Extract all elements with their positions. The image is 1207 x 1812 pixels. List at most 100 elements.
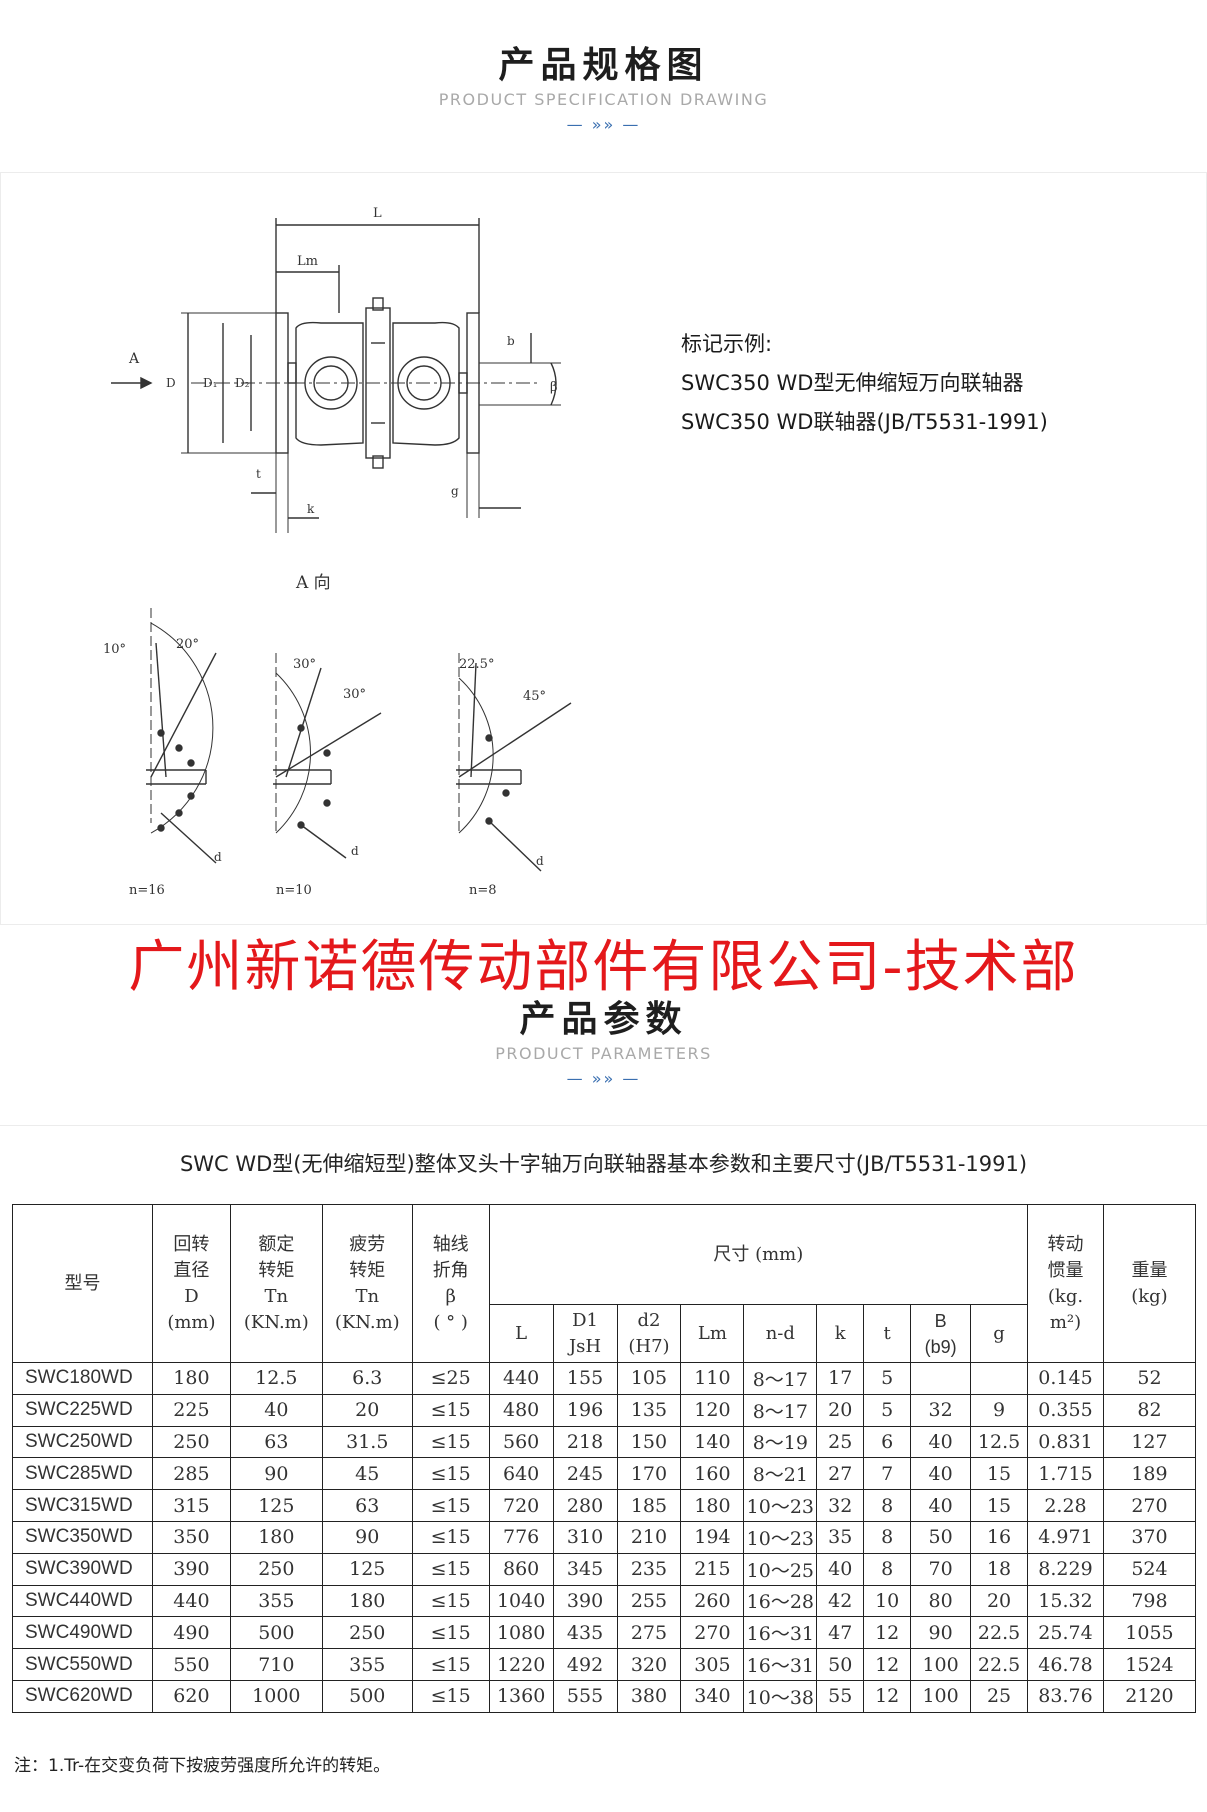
value-cell: 20 [816,1393,865,1427]
value-cell: 90 [229,1457,323,1491]
value-cell: 218 [552,1425,618,1459]
value-cell: 524 [1102,1552,1197,1586]
value-cell: 210 [616,1520,682,1554]
value-cell: ≤15 [411,1552,490,1586]
value-cell: 500 [321,1679,413,1713]
value-cell: 5 [863,1393,912,1427]
value-cell: 225 [151,1393,231,1427]
label-view-A: A 向 [295,573,331,593]
value-cell: 0.831 [1027,1425,1104,1459]
value-cell: 250 [229,1552,323,1586]
label-ang20: 20° [176,637,199,652]
spec-drawing-header: 产品规格图 PRODUCT SPECIFICATION DRAWING — »»… [0,36,1207,134]
value-cell: 8.229 [1027,1552,1104,1586]
value-cell: 180 [229,1520,323,1554]
value-cell: 7 [863,1457,912,1491]
value-cell: 90 [321,1520,413,1554]
value-cell: 2120 [1102,1679,1197,1713]
label-A: A [128,351,140,367]
value-cell: 310 [552,1520,618,1554]
model-cell: SWC440WD [12,1584,153,1618]
col-d2: d2(H7) [616,1304,682,1363]
value-cell: 798 [1102,1584,1197,1618]
value-cell: 245 [552,1457,618,1491]
value-cell: 47 [816,1616,865,1650]
value-cell [910,1362,972,1395]
value-cell: 105 [616,1362,682,1395]
value-cell: 16～31 [743,1648,818,1681]
value-cell: 720 [488,1489,554,1522]
value-cell: 90 [910,1616,972,1650]
value-cell: ≤15 [411,1616,490,1650]
value-cell: 6 [863,1425,912,1459]
value-cell: 80 [910,1584,972,1618]
value-cell: ≤15 [411,1648,490,1681]
value-cell: 860 [488,1552,554,1586]
value-cell: 10～23 [743,1520,818,1554]
parameters-panel [0,1125,1207,1812]
value-cell: 440 [488,1362,554,1395]
value-cell: 490 [151,1616,231,1650]
label-n10: n=10 [276,883,312,898]
value-cell: 155 [552,1362,618,1395]
parameters-header: 产品参数 PRODUCT PARAMETERS — »» — [0,990,1207,1088]
value-cell: 15 [970,1489,1029,1522]
value-cell: 100 [910,1648,972,1681]
value-cell: 1040 [488,1584,554,1618]
value-cell: 16 [970,1520,1029,1554]
value-cell: 22.5 [970,1648,1029,1681]
value-cell: 1000 [229,1679,323,1713]
value-cell: 25.74 [1027,1616,1104,1650]
spec-drawing: L Lm [0,172,1207,925]
value-cell: 100 [910,1679,972,1713]
value-cell: 390 [552,1584,618,1618]
value-cell: 560 [488,1425,554,1459]
value-cell: 8～21 [743,1457,818,1491]
value-cell: 315 [151,1489,231,1522]
value-cell: 10～25 [743,1552,818,1586]
col-t: t [863,1304,912,1363]
value-cell: 185 [616,1489,682,1522]
label-n8: n=8 [469,883,497,898]
value-cell: 63 [321,1489,413,1522]
label-ang225: 22.5° [459,657,494,672]
value-cell: 6.3 [321,1362,413,1395]
col-n-d: n-d [743,1304,818,1363]
value-cell: 12 [863,1648,912,1681]
value-cell: 55 [816,1679,865,1713]
section-decoration: — »» — [566,1069,641,1088]
value-cell: 42 [816,1584,865,1618]
value-cell: 194 [680,1520,745,1554]
value-cell: 380 [616,1679,682,1713]
value-cell: 440 [151,1584,231,1618]
section-subtitle: PRODUCT PARAMETERS [495,1044,712,1063]
value-cell: 8～17 [743,1393,818,1427]
value-cell: 280 [552,1489,618,1522]
value-cell: 170 [616,1457,682,1491]
value-cell: ≤15 [411,1425,490,1459]
value-cell: 150 [616,1425,682,1459]
company-name: 广州新诺德传动部件有限公司-技术部 [128,935,1079,1000]
value-cell: 1524 [1102,1648,1197,1681]
model-cell: SWC180WD [12,1362,153,1395]
value-cell: 8 [863,1520,912,1554]
model-cell: SWC315WD [12,1489,153,1522]
value-cell: 8～19 [743,1425,818,1459]
col-B: B(b9) [910,1304,972,1363]
value-cell: 620 [151,1679,231,1713]
value-cell: 16～28 [743,1584,818,1618]
value-cell: 480 [488,1393,554,1427]
value-cell: 10～38 [743,1679,818,1713]
label-L: L [373,206,382,221]
model-cell: SWC490WD [12,1616,153,1650]
model-cell: SWC225WD [12,1393,153,1427]
value-cell: 45 [321,1457,413,1491]
value-cell: 8～17 [743,1362,818,1395]
value-cell: 120 [680,1393,745,1427]
col-L: L [488,1304,554,1363]
